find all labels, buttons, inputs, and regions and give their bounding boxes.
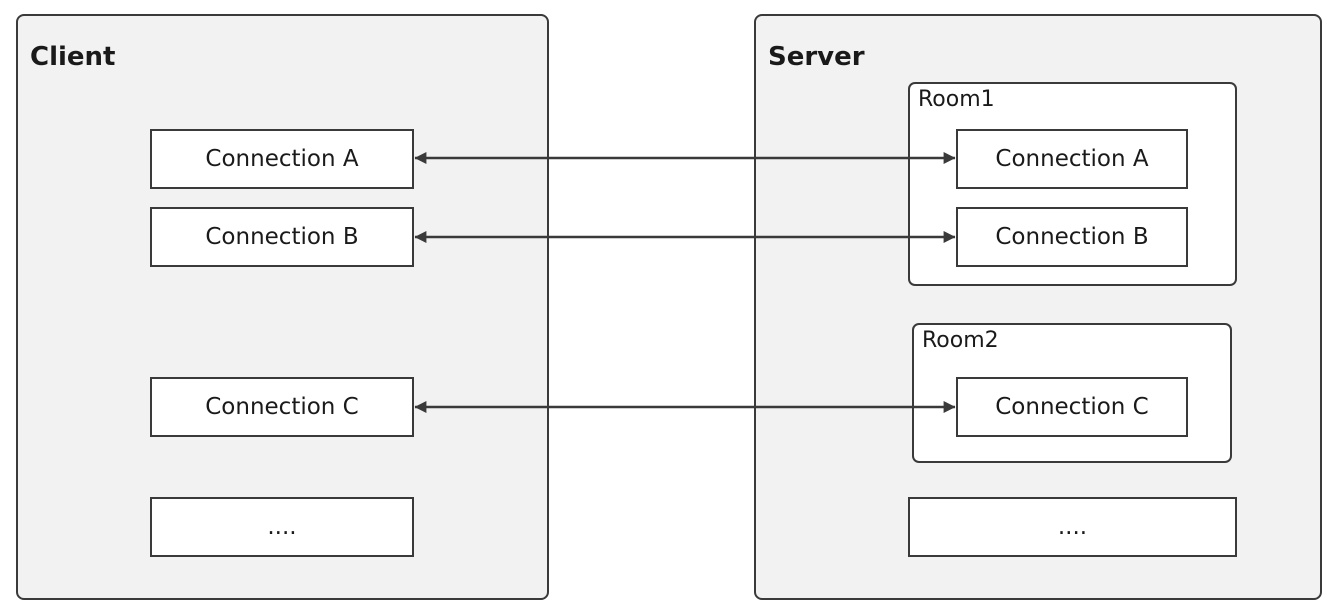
server-more-placeholder: .... bbox=[908, 497, 1237, 557]
client-connection-c: Connection C bbox=[150, 377, 414, 437]
room1-label: Room1 bbox=[918, 87, 995, 112]
server-room2-connection-c: Connection C bbox=[956, 377, 1188, 437]
client-connection-a: Connection A bbox=[150, 129, 414, 189]
server-room1-connection-a: Connection A bbox=[956, 129, 1188, 189]
server-title: Server bbox=[768, 42, 865, 72]
client-connection-b: Connection B bbox=[150, 207, 414, 267]
client-more-placeholder: .... bbox=[150, 497, 414, 557]
client-title: Client bbox=[30, 42, 116, 72]
server-room1-connection-b: Connection B bbox=[956, 207, 1188, 267]
room2-label: Room2 bbox=[922, 328, 999, 353]
